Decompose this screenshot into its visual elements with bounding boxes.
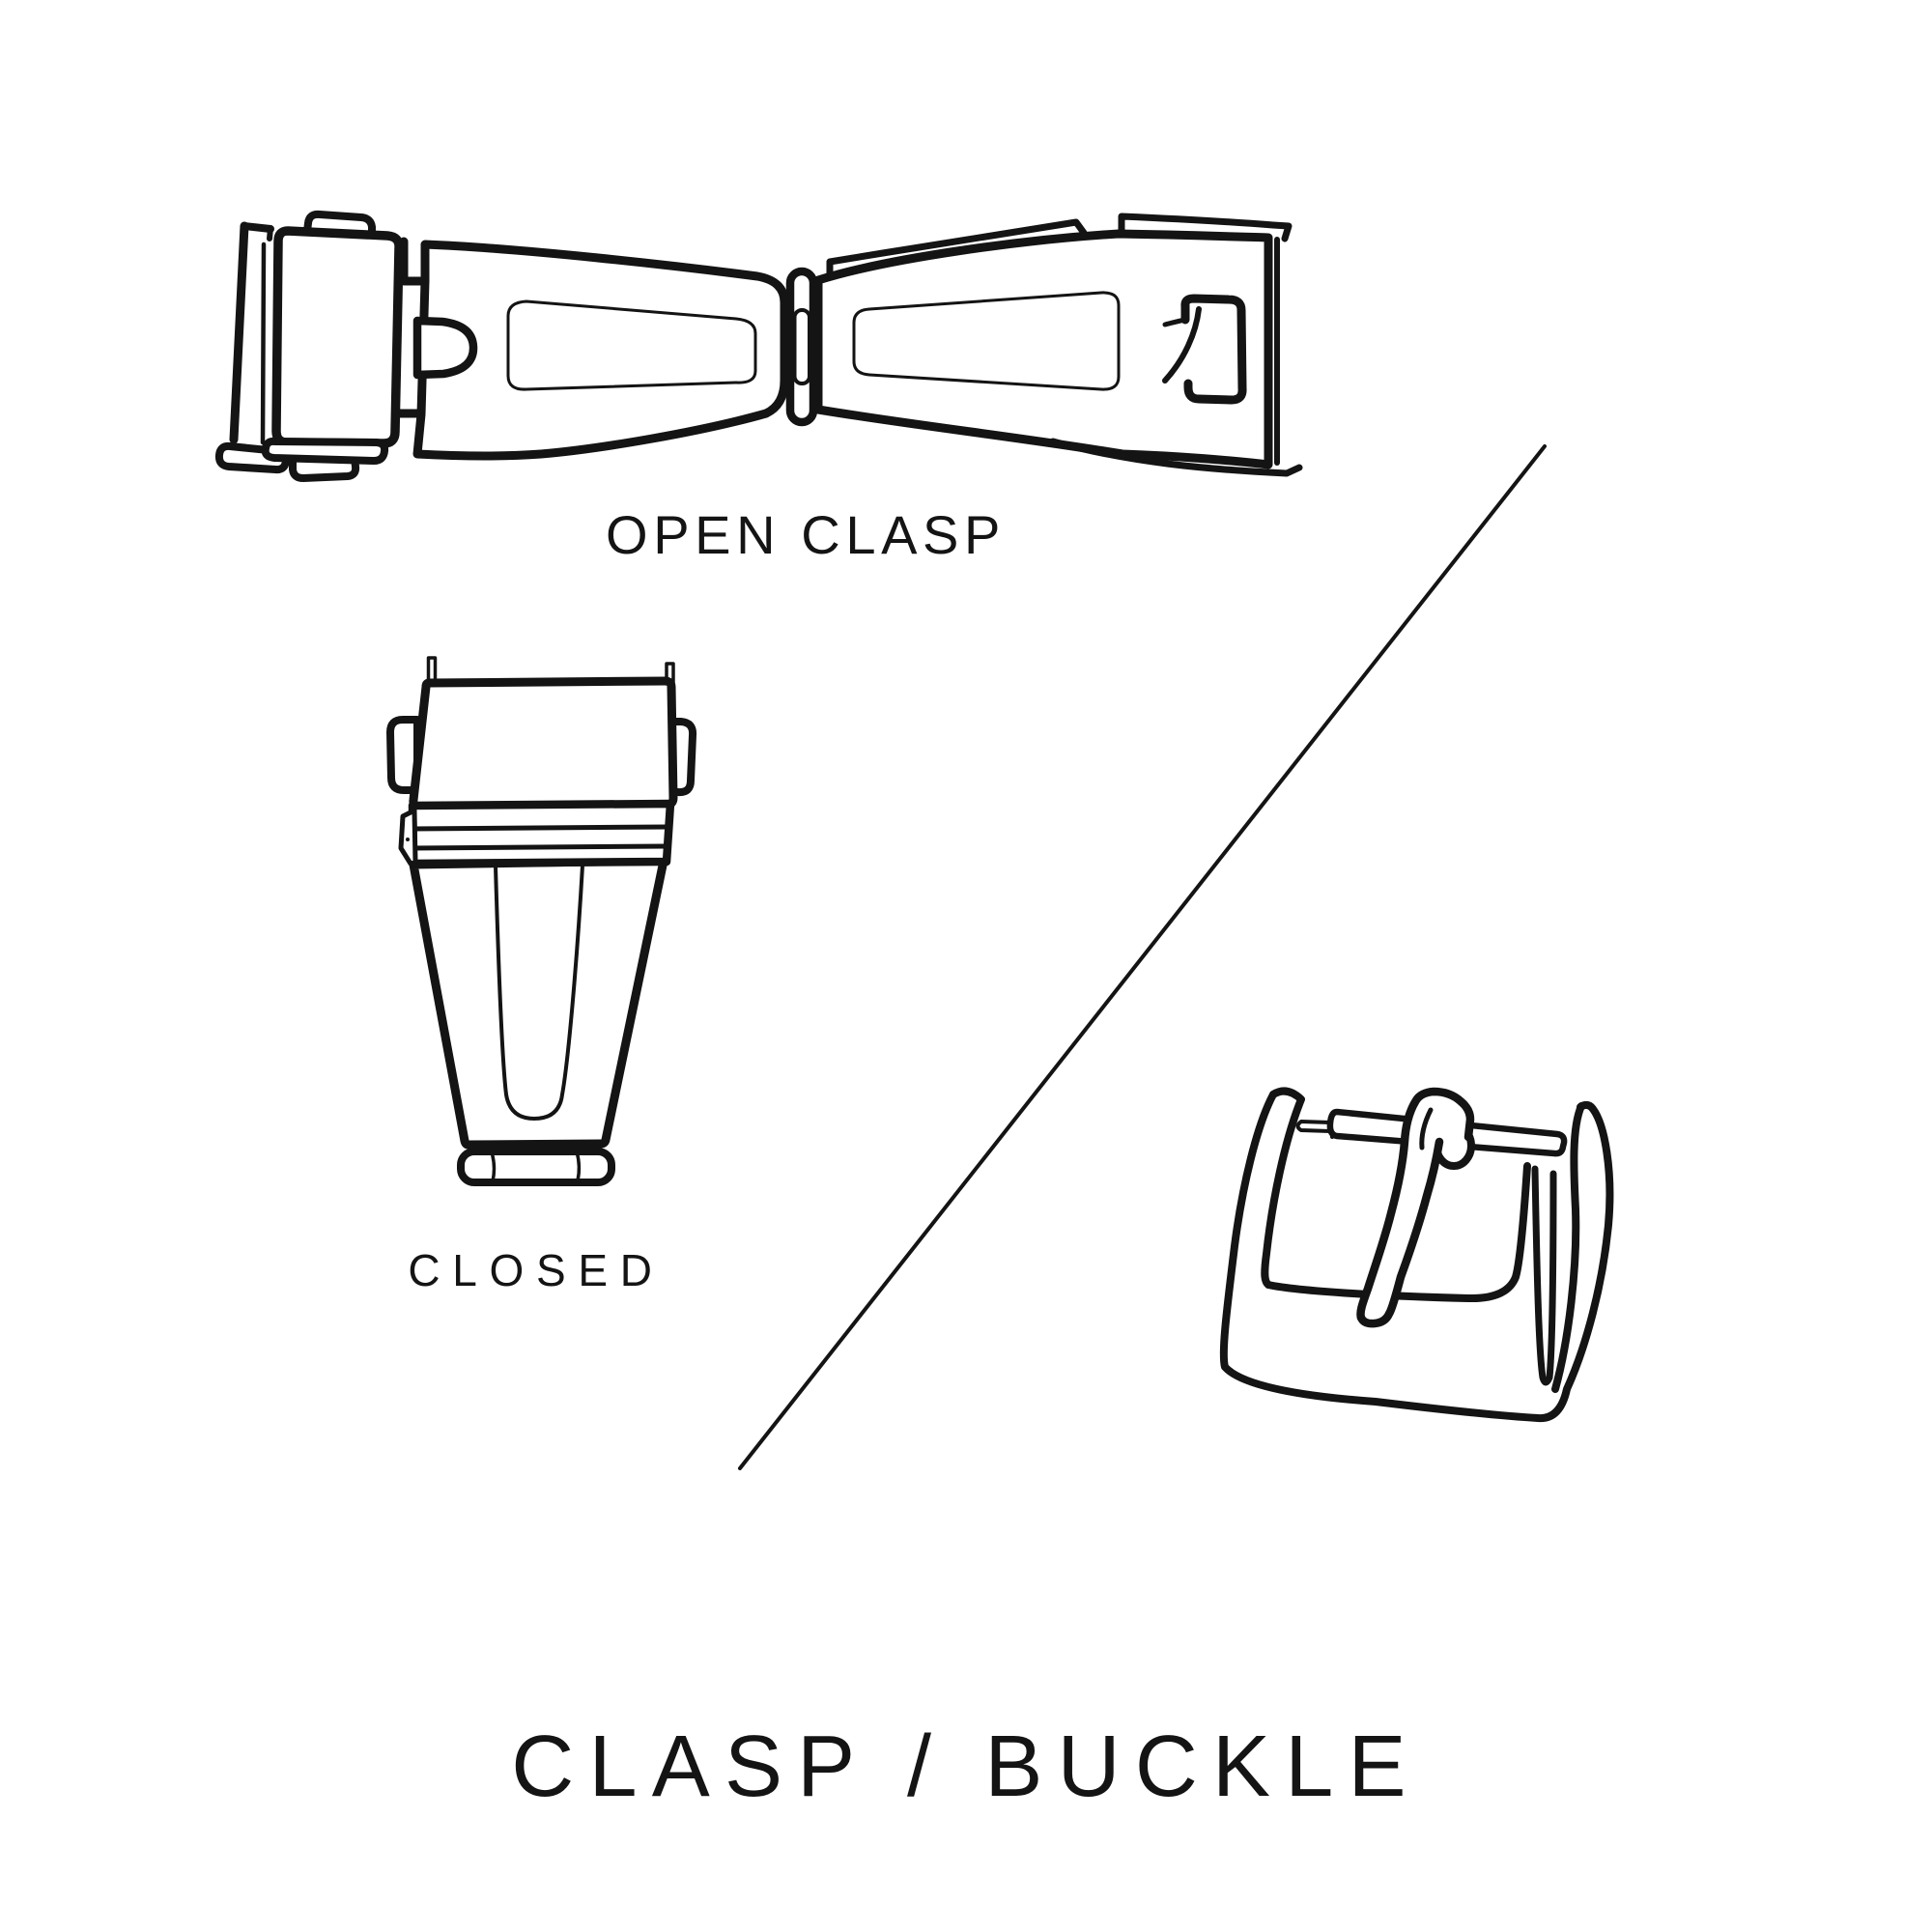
svg-text:CLOSED: CLOSED: [408, 1245, 664, 1295]
svg-text:OPEN CLASP: OPEN CLASP: [606, 504, 1006, 565]
svg-text:CLASP / BUCKLE: CLASP / BUCKLE: [511, 1719, 1420, 1815]
